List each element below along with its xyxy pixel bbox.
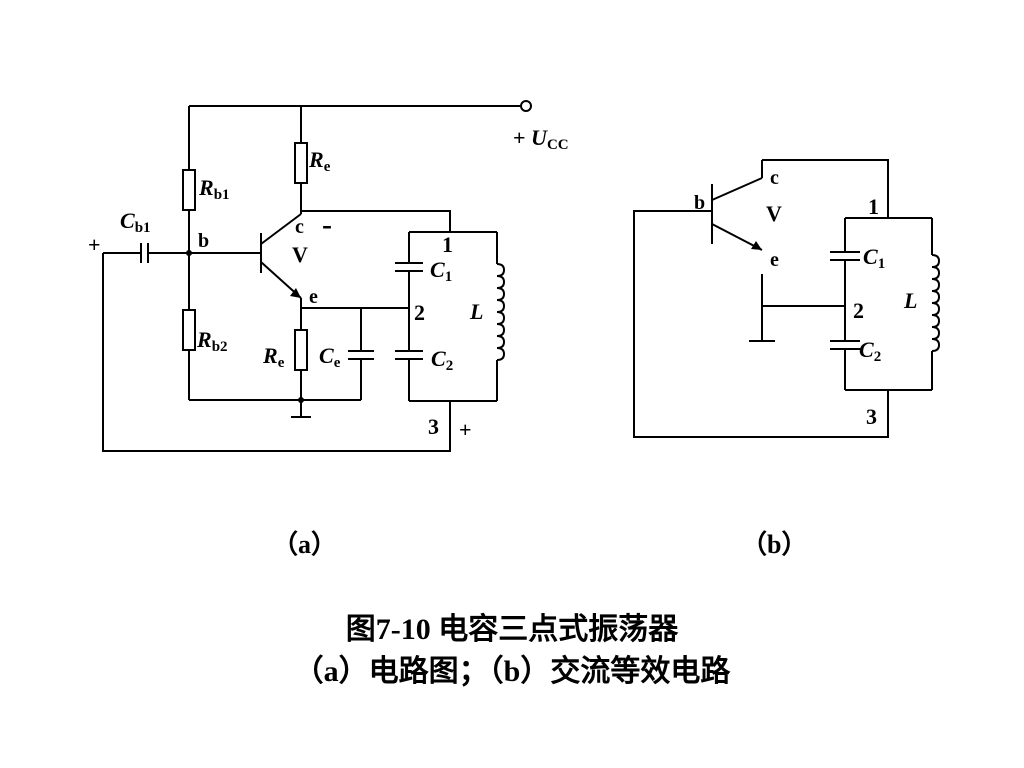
collector-minus: - <box>322 208 332 241</box>
node3-label-b: 3 <box>866 404 877 429</box>
node1-label: 1 <box>442 232 453 257</box>
rb1-label: Rb1 <box>198 175 230 203</box>
rb1-resistor <box>182 169 196 211</box>
transistor-v-b <box>711 160 763 251</box>
node1-label-b: 1 <box>868 194 879 219</box>
ucc-terminal <box>520 100 532 112</box>
transistor-label: V <box>292 242 308 267</box>
circuit-b: b c V e 1 2 3 C1 C2 L <box>633 159 941 438</box>
c2-label: C2 <box>431 346 453 374</box>
emitter-arrow <box>290 288 301 298</box>
bias-divider <box>182 106 196 400</box>
cb1-label: Cb1 <box>120 208 151 236</box>
ce-label: Ce <box>319 343 341 371</box>
inductor-l-b <box>931 254 941 352</box>
collector-wire-b <box>762 159 889 218</box>
ucc-label: + UCC <box>513 125 569 153</box>
supply-rail <box>189 100 532 112</box>
bottom-plus: + <box>459 417 472 442</box>
rc-top-label: Re <box>308 147 331 175</box>
node2-label: 2 <box>414 300 425 325</box>
re-resistor <box>294 329 308 371</box>
circuit-a: + UCC Rb1 Rb2 + Cb1 <box>88 100 569 452</box>
lc-tank-b <box>830 217 941 401</box>
c2-label-b: C2 <box>859 337 881 365</box>
feedback-wire <box>102 253 451 452</box>
collector-wire <box>301 210 451 232</box>
node2-label-b: 2 <box>853 298 864 323</box>
collector-resistor <box>294 106 308 214</box>
lc-tank <box>395 231 506 402</box>
figure-caption-subtitle: （a）电路图；（b）交流等效电路 <box>293 655 731 688</box>
emitter-arrow-b <box>751 241 762 250</box>
rb2-label: Rb2 <box>196 327 228 355</box>
transistor-v <box>189 213 302 299</box>
tag-b: （b） <box>741 530 807 559</box>
transistor-label-b: V <box>766 201 782 226</box>
pin-c-label: c <box>295 216 304 238</box>
pin-c-label-b: c <box>770 167 779 189</box>
emitter-network <box>189 298 409 418</box>
re-label: Re <box>262 343 285 371</box>
cb1-capacitor <box>103 243 189 263</box>
c1-label: C1 <box>430 257 452 285</box>
tag-a: （a） <box>272 530 337 559</box>
figure-caption-title: 图7-10 电容三点式振荡器 <box>345 613 679 646</box>
pin-b-label: b <box>198 230 209 252</box>
pin-b-label-b: b <box>694 192 705 214</box>
l-label-b: L <box>903 288 917 313</box>
base-loop-wire <box>633 210 889 438</box>
pin-e-label: e <box>309 286 318 308</box>
input-plus: + <box>88 232 101 257</box>
c1-label-b: C1 <box>863 244 885 272</box>
inductor-l <box>496 263 506 361</box>
node3-label: 3 <box>428 414 439 439</box>
pin-e-label-b: e <box>770 249 779 271</box>
l-label: L <box>469 299 483 324</box>
rb2-resistor <box>182 309 196 351</box>
